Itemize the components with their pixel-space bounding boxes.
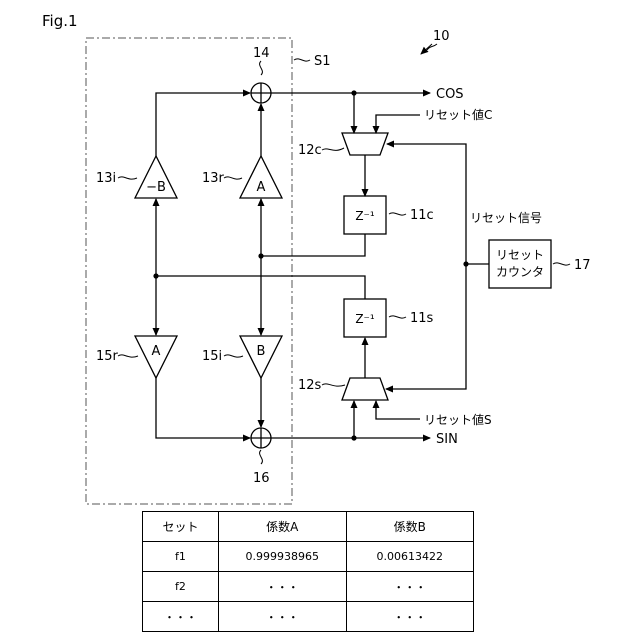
reset-counter-ref: 17 [574, 258, 591, 273]
amp-15i-ref: 15i [202, 349, 222, 364]
wire-13i-to-adder14 [156, 93, 250, 156]
wire-delay11c-output [261, 234, 365, 256]
reset-counter-line2: カウンタ [496, 265, 544, 279]
wire-reset-to-mux12c [387, 144, 466, 264]
mux-12s-ref: 12s [298, 378, 322, 393]
coefficient-table: セット 係数A 係数B f1 0.999938965 0.00613422 f2… [142, 511, 474, 632]
table-row: f1 0.999938965 0.00613422 [143, 542, 474, 572]
table-cell: 0.00613422 [346, 542, 473, 572]
junction-sin [351, 435, 356, 440]
reset-counter-ref-leader [553, 263, 570, 265]
delay-11c-symbol: Z⁻¹ [355, 209, 375, 223]
device-ref: 10 [433, 29, 450, 44]
mux-12c-ref: 12c [298, 143, 322, 158]
table-header: 係数A [218, 512, 346, 542]
mux-12s [342, 378, 388, 400]
wire-15r-to-adder16 [156, 378, 250, 438]
junction-cos [351, 90, 356, 95]
mux-12c-ref-leader [322, 148, 344, 150]
junction-11s-bus [153, 273, 158, 278]
table-cell: 0.999938965 [218, 542, 346, 572]
adder-top-ref-leader [260, 61, 263, 75]
amp-15i-ref-leader [224, 355, 243, 357]
table-header: セット [143, 512, 219, 542]
mux-12c [342, 133, 388, 155]
table-cell: ・・・ [218, 602, 346, 632]
table-header: 係数B [346, 512, 473, 542]
wire-resetS-to-mux12s [376, 401, 420, 419]
reset-value-s-label: リセット値S [424, 412, 492, 427]
reset-counter-line1: リセット [496, 248, 544, 262]
table-cell: ・・・ [346, 572, 473, 602]
amp-13r-ref-leader [224, 177, 242, 179]
amp-13r-ref: 13r [202, 171, 225, 186]
delay-11s-ref: 11s [410, 311, 434, 326]
delay-11s-symbol: Z⁻¹ [355, 312, 375, 326]
delay-11s-ref-leader [389, 316, 406, 318]
section-ref: S1 [314, 54, 331, 69]
amp-13r-symbol: A [257, 180, 266, 195]
table-row: f2 ・・・ ・・・ [143, 572, 474, 602]
junction-11c-bus [258, 253, 263, 258]
table-cell: f1 [143, 542, 219, 572]
wire-reset-to-mux12s [386, 264, 466, 389]
amp-15i-symbol: B [257, 344, 266, 359]
amp-13i-symbol: −B [146, 180, 166, 195]
amp-13i-ref-leader [118, 177, 137, 179]
delay-11c-ref-leader [389, 213, 406, 215]
table-cell: ・・・ [218, 572, 346, 602]
table-row: ・・・ ・・・ ・・・ [143, 602, 474, 632]
table-header-row: セット 係数A 係数B [143, 512, 474, 542]
table-cell: ・・・ [143, 602, 219, 632]
section-ref-leader [294, 59, 310, 61]
mux-12s-ref-leader [322, 384, 345, 386]
adder-bottom-ref-leader [260, 450, 263, 464]
amp-13i-ref: 13i [96, 171, 116, 186]
table-cell: ・・・ [346, 602, 473, 632]
cos-label: COS [436, 87, 464, 102]
table-cell: f2 [143, 572, 219, 602]
amp-15r-ref-leader [118, 355, 138, 357]
delay-11c-ref: 11c [410, 208, 434, 223]
adder-top-ref: 14 [253, 46, 270, 61]
amp-15r-ref: 15r [96, 349, 119, 364]
fig-label: Fig.1 [42, 12, 78, 30]
sin-label: SIN [436, 432, 458, 447]
device-ref-arrow [421, 44, 432, 54]
adder-bottom-ref: 16 [253, 471, 270, 486]
reset-value-c-label: リセット値C [424, 107, 492, 122]
junction-reset [463, 261, 468, 266]
wire-resetC-to-mux12c [376, 115, 420, 133]
amp-15r-symbol: A [152, 344, 161, 359]
reset-signal-label: リセット信号 [470, 211, 542, 225]
